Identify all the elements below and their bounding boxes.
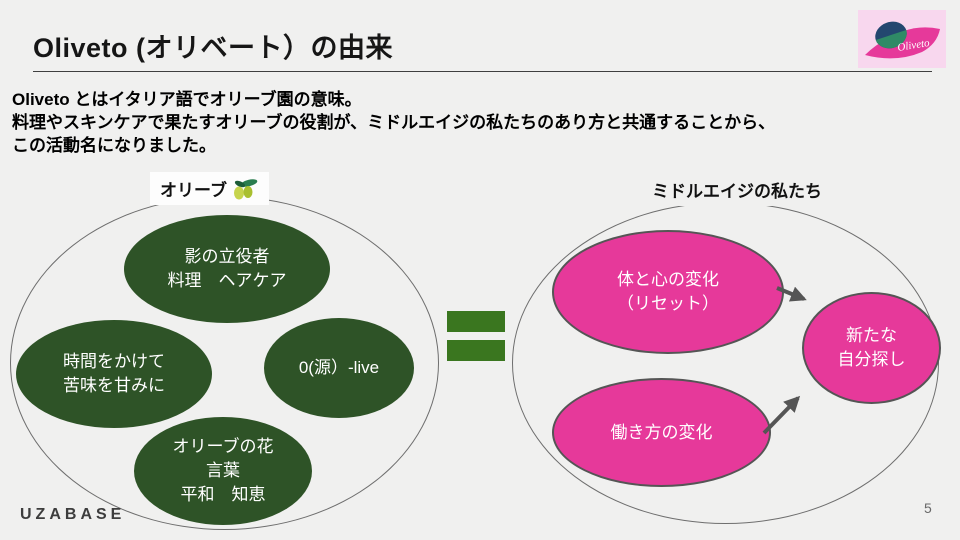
bubble-line: オリーブの花 [172, 437, 274, 456]
bubble-line: 自分探し [837, 350, 906, 369]
uzabase-logo: UZABASE [20, 506, 126, 523]
equals-bar-top [447, 311, 505, 332]
bubble-line: 平和 知恵 [180, 485, 266, 504]
olive-icon [233, 178, 258, 199]
middleage-bubble-body-mind: 体と心の変化 （リセット） [552, 230, 784, 354]
bubble-line: 時間をかけて [63, 352, 165, 371]
olive-group-label: オリーブ [150, 172, 269, 205]
olive-group-label-text: オリーブ [160, 181, 227, 200]
olive-bubble-0-live: 0(源）-live [264, 318, 414, 418]
page-title: Oliveto (オリベート）の由来 [33, 33, 394, 63]
svg-text:Oliveto: Oliveto [897, 37, 931, 54]
bubble-line: 影の立役者 [184, 247, 270, 266]
bubble-line: 新たな [846, 326, 897, 345]
oliveto-logo-graphic: Oliveto [858, 10, 946, 68]
middleage-bubble-workstyle: 働き方の変化 [552, 378, 771, 487]
title-underline [33, 71, 932, 72]
oliveto-logo-icon: Oliveto [858, 10, 946, 68]
bubble-line: 言葉 [206, 461, 240, 480]
equals-bar-bottom [447, 340, 505, 361]
bubble-line: 苦味を甘みに [63, 376, 165, 395]
olive-bubble-supporting-role: 影の立役者 料理 ヘアケア [124, 215, 330, 323]
intro-text: Oliveto とはイタリア語でオリーブ園の意味。 料理やスキンケアで果たすオリ… [12, 88, 775, 157]
bubble-line: 料理 ヘアケア [167, 271, 287, 290]
middleage-group-label-text: ミドルエイジの私たち [652, 182, 822, 201]
intro-line-1: Oliveto とはイタリア語でオリーブ園の意味。 [12, 90, 362, 109]
equals-icon [447, 311, 505, 361]
page-number: 5 [924, 500, 932, 516]
intro-line-2: 料理やスキンケアで果たすオリーブの役割が、ミドルエイジの私たちのあり方と共通する… [12, 113, 776, 132]
bubble-line: （リセット） [617, 294, 719, 313]
bubble-line: 0(源）-live [298, 358, 380, 377]
middleage-bubble-new-self: 新たな 自分探し [802, 292, 941, 404]
bubble-line: 働き方の変化 [610, 422, 713, 442]
bubble-line: 体と心の変化 [617, 270, 719, 289]
olive-bubble-flower: オリーブの花 言葉 平和 知恵 [134, 417, 312, 525]
olive-bubble-time: 時間をかけて 苦味を甘みに [16, 320, 212, 428]
middleage-group-label: ミドルエイジの私たち [642, 173, 832, 206]
intro-line-3: この活動名になりました。 [12, 136, 216, 155]
